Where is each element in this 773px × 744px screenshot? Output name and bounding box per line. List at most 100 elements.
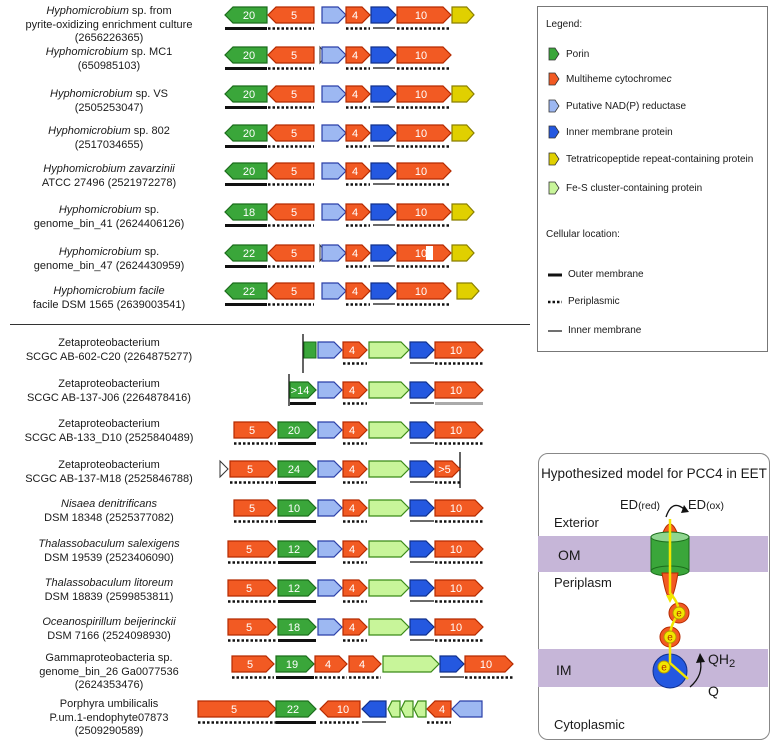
- porin-gene: [224, 162, 268, 180]
- nadp-gene: [317, 618, 343, 636]
- organism-id: facile DSM 1565 (2639003541): [32, 298, 186, 311]
- legend-label: Putative NAD(P) reductase: [566, 100, 687, 112]
- cytochrome-gene: [345, 6, 371, 24]
- organism-genus: Hyphomicrobium: [58, 204, 142, 216]
- organism-id: (650985103): [77, 59, 141, 72]
- porin-gene-label: 19: [286, 659, 298, 671]
- cytochrome-gene-label: 10: [450, 583, 462, 595]
- cytochrome-gene-label: 4: [349, 345, 355, 357]
- cytochrome-gene-label: 10: [415, 89, 427, 101]
- organism-name: Gammaproteobacteria sp.: [45, 652, 173, 664]
- legend-label: Porin: [566, 48, 590, 60]
- outer-membrane-bar: [225, 183, 267, 186]
- organism-id: ATCC 27496 (2521972278): [41, 176, 177, 189]
- legend-swatch-icon: [548, 99, 560, 113]
- cytochrome-gene-label: 5: [249, 425, 255, 437]
- cytochrome-gene: [396, 203, 452, 221]
- cytochrome-gene: [426, 700, 452, 718]
- outer-membrane-bar: [290, 402, 316, 405]
- organism-id: SCGC AB-602-C20 (2264875277): [25, 350, 193, 363]
- organism-name: Zetaproteobacterium: [58, 459, 160, 471]
- porin-gene-label: 20: [243, 10, 255, 22]
- cytochrome-gene-label: 5: [246, 583, 252, 595]
- porin-gene-label: >14: [291, 385, 310, 397]
- cytochrome-gene-label: 4: [349, 544, 355, 556]
- tpr-gene: [451, 244, 475, 262]
- organism-genus: Hyphomicrobium zavarzinii: [43, 163, 175, 175]
- legend-swatch-icon: [548, 152, 560, 166]
- organism-name: Thalassobaculum litoreum: [44, 577, 174, 589]
- cytochrome-gene: [345, 124, 371, 142]
- cytochrome-gene: [342, 579, 368, 597]
- cytochrome-gene: [342, 421, 368, 439]
- inner-membrane-gene: [370, 203, 397, 221]
- fes-gene: [368, 421, 410, 439]
- legend-item: Multiheme cytochrome c: [548, 72, 672, 86]
- porin-gene: [277, 540, 317, 558]
- porin-gene: [224, 282, 268, 300]
- electron-label: e: [676, 609, 682, 620]
- cytochrome-gene: [229, 460, 277, 478]
- cytochrome-gene: [345, 203, 371, 221]
- inner-membrane-gene: [370, 46, 397, 64]
- model-title: Hypothesized model for PCC4 in EET: [541, 466, 767, 481]
- inner-gene: [361, 700, 387, 718]
- cytochrome-gene-label: 4: [352, 89, 358, 101]
- fes-gene: [368, 540, 410, 558]
- cytochrome-gene: [319, 700, 361, 718]
- organism-id: genome_bin_41 (2624406126): [33, 217, 185, 230]
- electron-marker: [657, 660, 671, 674]
- cytochrome-gene: [345, 85, 371, 103]
- legend-label: Tetratricopeptide repeat-containing prot…: [566, 153, 754, 165]
- porin-gene-label: 22: [287, 704, 299, 716]
- nadp-gene: [317, 579, 343, 597]
- inner-membrane-gene: [370, 124, 397, 142]
- organism-name: Hyphomicrobium sp.: [0, 246, 218, 260]
- cytochrome-gene: [345, 282, 371, 300]
- porin-gene: [277, 579, 317, 597]
- fes-gene: [368, 499, 410, 517]
- cytochrome-gene: [434, 540, 484, 558]
- cytochrome-gene: [396, 85, 452, 103]
- inner-gene: [409, 421, 435, 439]
- location-label: Outer membrane: [568, 269, 644, 280]
- cytochrome-gene-label: 10: [480, 659, 492, 671]
- cytoplasmic-label: Cytoplasmic: [554, 717, 625, 732]
- organism-genus: Hyphomicrobium: [48, 125, 131, 137]
- organism-id: DSM 18839 (2599853811): [44, 590, 174, 603]
- cytochrome-gene-label: 10: [450, 385, 462, 397]
- outer-membrane-bar: [278, 561, 316, 564]
- cytochrome-gene-label: 4: [325, 659, 331, 671]
- legend-swatch-icon: [548, 72, 560, 86]
- cytochrome-gene: [231, 655, 275, 673]
- fes-gene: [400, 700, 414, 718]
- cytochrome-gene-label: 10: [415, 166, 427, 178]
- organism-id: genome_bin_47 (2624430959): [33, 259, 185, 272]
- cytochrome-gene: [396, 282, 452, 300]
- cytochrome-gene-label: 10: [450, 503, 462, 515]
- porin-gene: [224, 203, 268, 221]
- nadp-gene: [317, 540, 343, 558]
- organism-name: Zetaproteobacterium: [58, 378, 160, 390]
- inner-gene: [409, 540, 435, 558]
- nadp-reductase-gene: [321, 85, 347, 103]
- organism-id: genome_bin_26 Ga0077536: [39, 665, 179, 678]
- cytochrome-gene-label: 4: [352, 207, 358, 219]
- organism-name: Zetaproteobacterium: [58, 418, 160, 430]
- cytochrome-gene: [342, 618, 368, 636]
- cytochrome-gene: [227, 618, 277, 636]
- inner-membrane-gene: [370, 85, 397, 103]
- cytochrome-gene: [342, 499, 368, 517]
- nadp-reductase-gene: [321, 162, 347, 180]
- cytochrome-gene: [434, 341, 484, 359]
- tpr-gene: [451, 203, 475, 221]
- location-label: Periplasmic: [568, 296, 620, 307]
- porin-gene-label: 20: [243, 128, 255, 140]
- cytochrome-gene: [434, 579, 484, 597]
- organism-label: Hyphomicrobium sp. MC1(650985103): [0, 46, 218, 73]
- model-box: Hypothesized model for PCC4 in EET: [538, 453, 770, 740]
- location-line-icon: [548, 329, 562, 332]
- tpr-gene: [451, 124, 475, 142]
- outer-membrane-bar: [278, 520, 316, 523]
